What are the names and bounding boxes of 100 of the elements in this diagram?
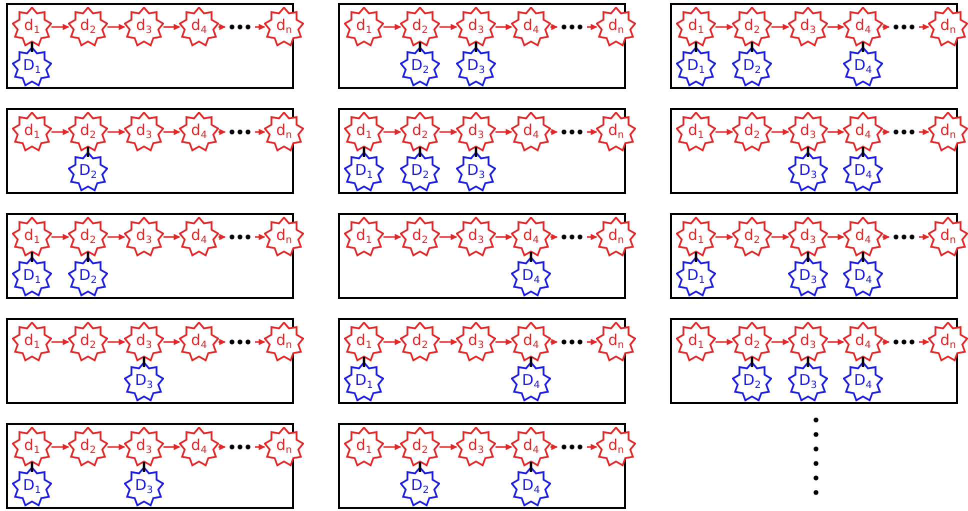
connector-line — [418, 462, 422, 472]
ellipsis-dots — [561, 234, 583, 240]
state-star: d$_{4}$ — [511, 427, 551, 467]
arrow — [587, 444, 598, 450]
connector-line — [750, 42, 754, 52]
arrow — [108, 24, 126, 30]
arrow — [496, 234, 512, 240]
arrow — [164, 24, 180, 30]
connector-line — [862, 147, 864, 157]
state-star: d$_{1}$ — [344, 112, 384, 152]
ellipsis-dots — [561, 339, 583, 345]
arrow — [828, 128, 844, 136]
state-star: d$_{1}$ — [676, 217, 716, 257]
connector-line — [142, 357, 146, 367]
arrow — [882, 128, 890, 136]
arrow — [828, 338, 844, 346]
arrow — [108, 338, 126, 346]
state-star: d$_{3}$ — [456, 427, 496, 467]
state-star: d$_{4}$ — [179, 112, 219, 152]
state-star: d$_{2}$ — [68, 322, 108, 362]
arrow — [440, 24, 458, 30]
detector-star: D$_{1}$ — [12, 47, 52, 87]
ellipsis-dots — [229, 24, 251, 30]
arrow — [716, 338, 734, 346]
detector-star: D$_{3}$ — [124, 467, 164, 507]
ellipsis-dots — [561, 24, 583, 30]
arrow — [384, 444, 402, 450]
arrow — [550, 128, 558, 136]
arrow — [440, 128, 458, 136]
arrow — [255, 128, 266, 136]
connector-line — [142, 462, 146, 472]
state-star: d$_{1}$ — [12, 427, 52, 467]
arrow — [882, 234, 890, 240]
connector-line — [862, 42, 864, 52]
arrow — [496, 338, 512, 346]
ellipsis-dots — [229, 129, 251, 135]
connector-line — [694, 42, 698, 52]
detector-star: D$_{4}$ — [511, 362, 551, 402]
state-star: d$_{3}$ — [456, 322, 496, 362]
arrow — [440, 234, 458, 240]
arrow — [255, 444, 266, 450]
arrow — [218, 444, 226, 450]
state-star: d$_{4}$ — [843, 322, 883, 362]
state-star: d$_{2}$ — [732, 112, 772, 152]
arrow — [255, 234, 266, 240]
state-star: d$_{4}$ — [179, 427, 219, 467]
connector-line — [806, 147, 810, 157]
arrow — [550, 234, 558, 240]
arrow — [882, 24, 890, 30]
state-star: d$_{n}$ — [264, 112, 304, 152]
state-star: d$_{1}$ — [12, 322, 52, 362]
state-star: d$_{3}$ — [124, 217, 164, 257]
detector-star: D$_{1}$ — [344, 362, 384, 402]
state-star: d$_{2}$ — [400, 7, 440, 47]
arrow — [108, 128, 126, 136]
state-star: d$_{n}$ — [928, 112, 968, 152]
connector-line — [806, 252, 810, 262]
arrow — [772, 128, 790, 136]
connector-line — [694, 252, 698, 262]
state-star: d$_{4}$ — [179, 217, 219, 257]
arrow — [218, 128, 226, 136]
connector-line — [862, 252, 864, 262]
ellipsis-dots — [893, 129, 915, 135]
detector-star: D$_{3}$ — [788, 152, 828, 192]
state-star: d$_{1}$ — [676, 7, 716, 47]
arrow — [550, 338, 558, 346]
arrow — [384, 24, 402, 30]
state-star: d$_{4}$ — [511, 322, 551, 362]
arrow — [218, 234, 226, 240]
connector-line — [418, 42, 422, 52]
arrow — [828, 24, 844, 30]
arrow — [828, 234, 844, 240]
state-star: d$_{3}$ — [124, 427, 164, 467]
state-star: d$_{4}$ — [511, 7, 551, 47]
state-star: d$_{3}$ — [788, 112, 828, 152]
arrow — [164, 338, 180, 346]
arrow — [52, 128, 70, 136]
state-star: d$_{3}$ — [124, 7, 164, 47]
arrow — [440, 338, 458, 346]
state-star: d$_{3}$ — [788, 7, 828, 47]
state-star: d$_{2}$ — [68, 112, 108, 152]
state-star: d$_{2}$ — [400, 322, 440, 362]
connector-line — [750, 357, 754, 367]
arrow — [218, 338, 226, 346]
detector-star: D$_{4}$ — [511, 257, 551, 297]
arrow — [384, 234, 402, 240]
ellipsis-dots — [893, 234, 915, 240]
state-star: d$_{4}$ — [843, 112, 883, 152]
arrow — [587, 338, 598, 346]
arrow — [164, 234, 180, 240]
detector-star: D$_{3}$ — [124, 362, 164, 402]
state-star: d$_{1}$ — [676, 322, 716, 362]
state-star: d$_{1}$ — [676, 112, 716, 152]
state-star: d$_{1}$ — [344, 217, 384, 257]
detector-star: D$_{2}$ — [400, 152, 440, 192]
detector-star: D$_{2}$ — [400, 467, 440, 507]
state-star: d$_{2}$ — [732, 322, 772, 362]
detector-star: D$_{1}$ — [12, 257, 52, 297]
ellipsis-dots — [893, 339, 915, 345]
arrow — [919, 234, 930, 240]
